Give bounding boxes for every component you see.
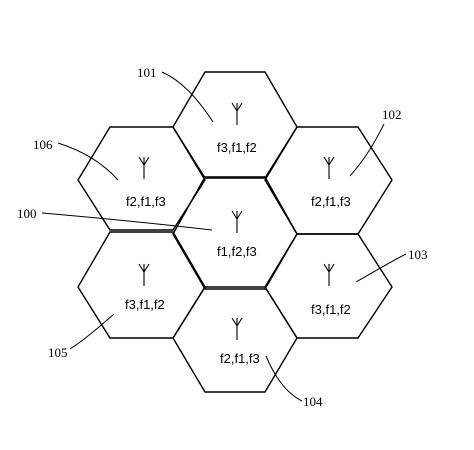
antenna-icon (323, 263, 335, 286)
hex-cell-102 (264, 126, 393, 235)
leader-line-103 (355, 253, 407, 283)
ref-label-100: 100 (17, 206, 37, 221)
antenna-icon (323, 156, 335, 179)
antenna-icon (138, 263, 150, 286)
hex-cell-100 (172, 176, 298, 290)
leader-line-100 (41, 212, 213, 231)
ref-label-103: 103 (408, 247, 428, 262)
antenna-icon (231, 317, 243, 340)
leader-line-105 (69, 313, 115, 350)
leader-line-101 (161, 71, 214, 123)
cell-frequencies-100: f1,f2,f3 (217, 244, 257, 259)
leader-line-104 (265, 355, 303, 402)
ref-label-101: 101 (137, 65, 157, 80)
hex-cell-106 (77, 126, 206, 231)
ref-label-102: 102 (382, 107, 402, 122)
ref-label-104: 104 (303, 394, 323, 409)
cell-frequencies-103: f3,f1,f2 (311, 302, 351, 317)
cell-frequencies-101: f3,f1,f2 (217, 140, 257, 155)
ref-label-105: 105 (48, 345, 68, 360)
cell-frequencies-102: f2,f1,f3 (311, 194, 351, 209)
antenna-icon (138, 156, 150, 179)
leader-line-102 (349, 123, 385, 177)
cell-frequencies-106: f2,f1,f3 (126, 194, 166, 209)
hex-cell-104 (172, 286, 298, 393)
hex-cell-101 (172, 71, 298, 179)
antenna-icon (231, 210, 243, 233)
ref-label-106: 106 (33, 137, 53, 152)
cell-frequencies-105: f3,f1,f2 (125, 297, 165, 312)
leader-line-106 (57, 142, 119, 181)
antenna-icon (231, 102, 243, 125)
hex-cell-105 (77, 231, 206, 339)
cell-frequencies-104: f2,f1,f3 (220, 351, 260, 366)
